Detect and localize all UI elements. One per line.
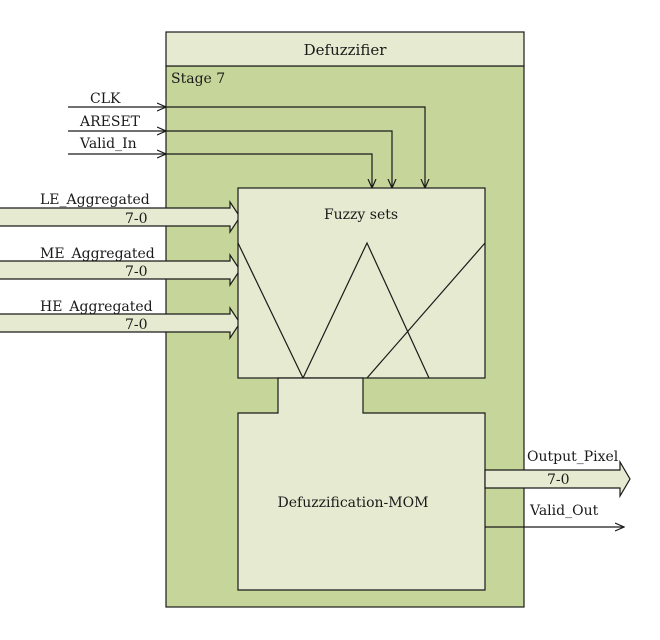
valid-out-label: Valid_Out — [529, 503, 599, 519]
valid-in-label: Valid_In — [79, 136, 137, 152]
medium-membership-triangle — [302, 241, 430, 379]
low-membership-line — [237, 242, 304, 379]
defuzzification-label: Defuzzification-MOM — [278, 495, 429, 511]
clk-wire-inner — [166, 106, 425, 188]
high-membership-line — [366, 242, 486, 379]
me-aggregated-width: 7-0 — [125, 264, 148, 280]
fuzzy-to-defuzz-connector — [237, 377, 486, 591]
le-aggregated-label: LE_Aggregated — [40, 192, 150, 208]
fuzzy-sets-label: Fuzzy sets — [324, 207, 398, 223]
clk-label: CLK — [90, 91, 121, 107]
membership-functions — [237, 241, 486, 379]
le-aggregated-width: 7-0 — [125, 211, 148, 227]
stage-label: Stage 7 — [171, 71, 225, 87]
valid-in-wire-inner — [166, 153, 372, 188]
me-aggregated-label: ME_Aggregated — [40, 246, 155, 262]
output-pixel-label: Output_Pixel — [527, 449, 619, 465]
fuzzy-sets-block — [237, 187, 486, 379]
defuzzifier-header — [165, 31, 525, 67]
he-aggregated-width: 7-0 — [125, 317, 148, 333]
output-pixel-bus — [484, 459, 631, 499]
he-aggregated-label: HE_Aggregated — [40, 299, 153, 315]
areset-wire-inner — [166, 130, 392, 188]
areset-label: ARESET — [79, 114, 141, 130]
output-pixel-width: 7-0 — [547, 472, 570, 488]
defuzzifier-title: Defuzzifier — [304, 41, 388, 59]
